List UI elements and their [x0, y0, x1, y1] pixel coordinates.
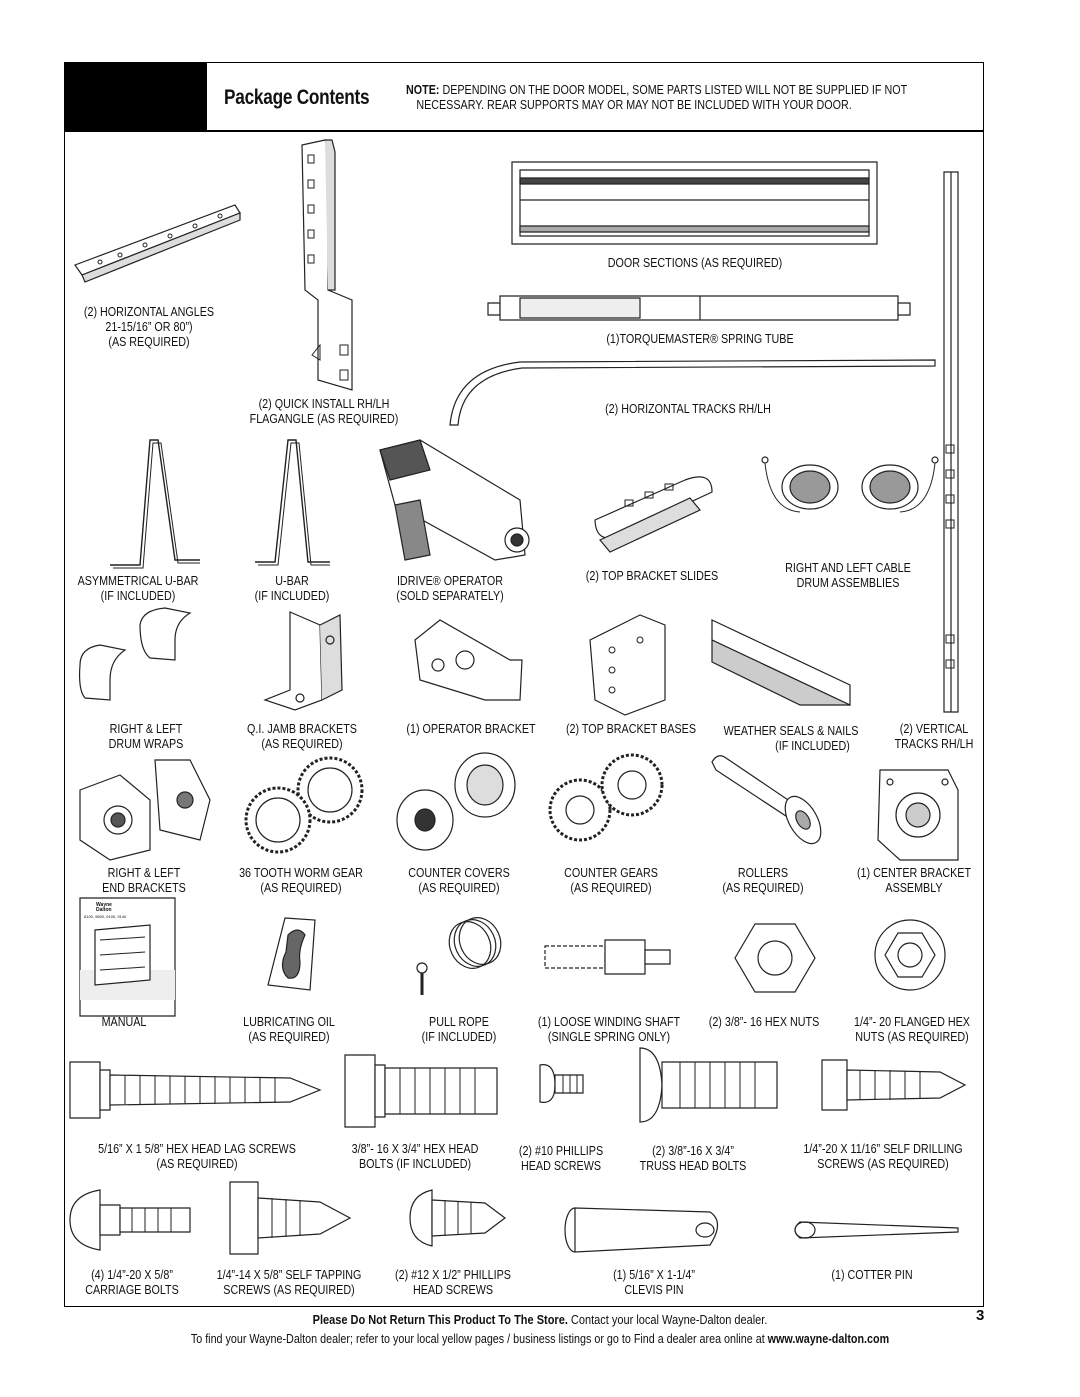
cotter-pin-drawing	[795, 1222, 958, 1238]
footer-dealer-info: To find your Wayne-Dalton dealer; refer …	[76, 1332, 1005, 1346]
worm-gear-drawing	[246, 758, 362, 852]
weather-seal-drawing	[712, 620, 850, 705]
header-black-tab	[64, 62, 207, 130]
lag-screw-drawing	[70, 1062, 320, 1118]
label-operator-bracket: (1) OPERATOR BRACKET	[406, 722, 536, 736]
winding-shaft-drawing	[545, 940, 670, 974]
label-asymmetrical-ubar: ASYMMETRICAL U-BAR(IF INCLUDED)	[77, 574, 199, 603]
operator-bracket-drawing	[415, 620, 522, 700]
truss-bolt-drawing	[640, 1048, 777, 1122]
counter-cover-drawing	[397, 753, 515, 850]
hex-bolt-drawing	[345, 1055, 497, 1127]
phillips-12-drawing	[410, 1190, 505, 1246]
label-spring-tube: (1)TORQUEMASTER® SPRING TUBE	[606, 332, 794, 346]
label-carriage-bolts: (4) 1/4”-20 X 5/8”CARRIAGE BOLTS	[85, 1268, 179, 1297]
label-top-bracket-slides: (2) TOP BRACKET SLIDES	[585, 569, 719, 583]
label-rollers: ROLLERS(AS REQUIRED)	[722, 866, 804, 895]
horizontal-angle-drawing	[75, 205, 240, 282]
carriage-bolt-drawing	[70, 1190, 190, 1250]
top-bracket-base-drawing	[590, 615, 665, 715]
page-title: Package Contents	[224, 86, 370, 109]
end-bracket-drawing	[80, 760, 210, 860]
manual-drawing	[80, 898, 175, 1016]
clevis-pin-drawing	[565, 1208, 718, 1252]
label-ubar: U-BAR(IF INCLUDED)	[254, 574, 330, 603]
label-lag-screws: 5/16” X 1 5/8” HEX HEAD LAG SCREWS(AS RE…	[98, 1142, 296, 1171]
label-counter-covers: COUNTER COVERS(AS REQUIRED)	[408, 866, 510, 895]
label-horizontal-tracks: (2) HORIZONTAL TRACKS RH/LH	[605, 402, 771, 416]
counter-gear-drawing	[550, 755, 662, 840]
drum-wrap-drawing	[80, 608, 190, 700]
roller-drawing	[712, 756, 828, 850]
label-clevis-pin: (1) 5/16” X 1-1/4”CLEVIS PIN	[613, 1268, 695, 1297]
page-frame	[64, 62, 984, 1307]
manual-cover-models: 8100, 9800, 9100, 9140	[84, 914, 127, 919]
note-line-1: DEPENDING ON THE DOOR MODEL, SOME PARTS …	[442, 83, 908, 97]
pull-rope-drawing	[417, 911, 508, 995]
door-section-drawing	[512, 162, 877, 244]
flagangle-drawing	[302, 140, 352, 390]
idrive-operator-drawing	[380, 440, 529, 560]
vertical-track-drawing	[944, 172, 958, 712]
footer-url-link[interactable]: www.wayne-dalton.com	[767, 1332, 890, 1346]
label-top-bracket-bases: (2) TOP BRACKET BASES	[565, 722, 697, 736]
phillips-10-drawing	[540, 1065, 583, 1103]
label-pull-rope: PULL ROPE(IF INCLUDED)	[421, 1015, 497, 1044]
label-worm-gear: 36 TOOTH WORM GEAR(AS REQUIRED)	[239, 866, 363, 895]
manual-cover-brand: Wayne Dalton	[96, 902, 112, 913]
note-line-2: NECESSARY. REAR SUPPORTS MAY OR MAY NOT …	[416, 98, 852, 112]
label-cotter-pin: (1) COTTER PIN	[831, 1268, 913, 1282]
spring-tube-drawing	[488, 296, 910, 320]
self-tapping-screw-drawing	[230, 1182, 350, 1254]
label-idrive-operator: IDRIVE® OPERATOR(SOLD SEPARATELY)	[396, 574, 504, 603]
label-hex-nuts: (2) 3/8”- 16 HEX NUTS	[708, 1015, 820, 1029]
label-counter-gears: COUNTER GEARS(AS REQUIRED)	[564, 866, 658, 895]
center-bracket-drawing	[878, 770, 958, 860]
label-jamb-brackets: Q.I. JAMB BRACKETS(AS REQUIRED)	[247, 722, 357, 751]
top-bracket-slide-drawing	[595, 477, 712, 552]
footer-notice: Please Do Not Return This Product To The…	[65, 1313, 1015, 1327]
header-divider	[64, 130, 984, 132]
flanged-hex-nut-drawing	[875, 920, 945, 990]
hex-nut-drawing	[735, 924, 815, 992]
cable-drum-drawing	[762, 457, 938, 512]
label-weather-seals: WEATHER SEALS & NAILS(IF INCLUDED)	[723, 724, 859, 753]
label-winding-shaft: (1) LOOSE WINDING SHAFT(SINGLE SPRING ON…	[537, 1015, 681, 1044]
self-drilling-screw-drawing	[822, 1060, 965, 1110]
footer-dealer-text: To find your Wayne-Dalton dealer; refer …	[190, 1332, 768, 1346]
lubricating-oil-drawing	[268, 918, 315, 990]
label-truss-bolts: (2) 3/8”-16 X 3/4”TRUSS HEAD BOLTS	[639, 1144, 747, 1173]
asymmetrical-ubar-drawing	[110, 440, 200, 568]
horizontal-track-drawing	[450, 360, 935, 425]
footer-notice-rest: Contact your local Wayne-Dalton dealer.	[567, 1313, 768, 1327]
page-number: 3	[976, 1307, 985, 1324]
label-manual: MANUAL	[101, 1015, 147, 1029]
ubar-drawing	[255, 440, 330, 565]
header-note: NOTE: DEPENDING ON THE DOOR MODEL, SOME …	[406, 83, 907, 113]
note-prefix: NOTE:	[406, 83, 440, 97]
label-lubricating-oil: LUBRICATING OIL(AS REQUIRED)	[243, 1015, 335, 1044]
label-door-sections: DOOR SECTIONS (AS REQUIRED)	[607, 256, 783, 270]
footer-notice-bold: Please Do Not Return This Product To The…	[312, 1313, 568, 1327]
jamb-bracket-drawing	[265, 612, 342, 710]
